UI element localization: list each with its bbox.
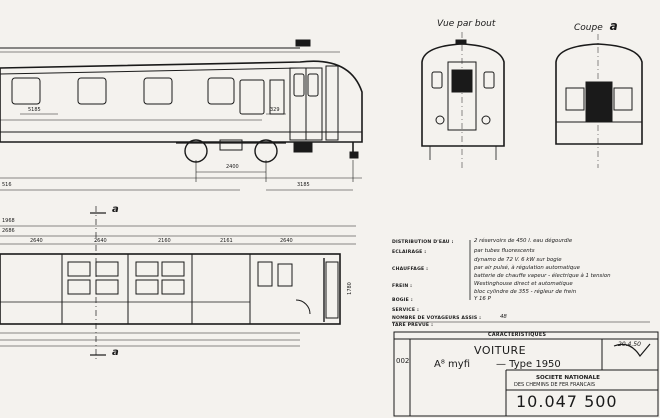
date: 20.4.50 [618,341,641,348]
dim-2640-c: 2640 [280,238,293,244]
spec-label: SERVICE : [392,308,419,313]
spec-value: par air pulsé, à régulation automatique [474,265,580,271]
dim-329: 329 [270,107,280,113]
spec-value: 2 réservoirs de 450 l. eau dégourdie [474,238,573,244]
spec-label: BOGIE : [392,298,413,303]
elevation-dimensions [0,113,362,191]
dim-2640-a: 2640 [30,238,43,244]
spec-label: DISTRIBUTION D'EAU : [392,240,454,245]
spec-value: Y 16 P [474,296,491,302]
section-title: Coupe a [574,20,618,33]
type-code: A⁸ myfi [434,359,470,370]
dim-516: 516 [2,182,12,188]
section-mark-bottom: a [112,347,119,358]
spec-value: Westinghouse direct et automatique [474,281,573,287]
side-elevation [0,39,363,163]
spec-value: dynamo de 72 V. 6 kW sur bogie [474,257,562,263]
section-mark-top: a [112,204,119,215]
title-block-frame [393,331,659,417]
section-title-text: Coupe [574,23,603,33]
spec-label: NOMBRE DE VOYAGEURS ASSIS : [392,316,482,321]
section-title-mark: a [609,19,618,33]
spec-value: 48 [500,314,507,320]
section-line-a [90,206,106,360]
spec-label: TARE PREVUE : [392,323,434,328]
section-a-drawing [555,34,643,168]
type-label: — Type 1950 [496,359,561,370]
dim-2160: 2160 [158,238,171,244]
title-voiture: VOITURE [474,344,527,357]
end-view-drawing [421,32,505,170]
company-line-2: DES CHEMINS DE FER FRANCAIS [514,382,596,388]
dim-2640-b: 2640 [94,238,107,244]
spec-value: par tubes fluorescents [474,248,535,254]
dim-2400: 2400 [226,164,239,170]
spec-label: FREIN : [392,284,413,289]
dim-1780: 1780 [346,282,353,295]
plan-view [0,225,356,347]
end-view-title: Vue par bout [437,19,496,29]
spec-label: ECLAIRAGE : [392,250,427,255]
drawing-number: 10.047 500 [516,392,618,411]
spec-label: CHAUFFAGE : [392,267,429,272]
dim-5185: 5185 [28,107,41,113]
dim-2686: 2686 [2,228,15,234]
dim-3185: 3185 [297,182,310,188]
company-line-1: SOCIETE NATIONALE [536,375,600,381]
spec-value: batterie de chauffe vapeur - électrique … [474,273,611,279]
characteristics-header: CARACTERISTIQUES [488,333,547,338]
spec-value: bloc cylindre de 355 - régleur de frein [474,289,577,295]
dim-2161: 2161 [220,238,233,244]
side-code: 002 [396,357,410,365]
spec-brackets [392,240,650,323]
dim-1968: 1968 [2,218,15,224]
